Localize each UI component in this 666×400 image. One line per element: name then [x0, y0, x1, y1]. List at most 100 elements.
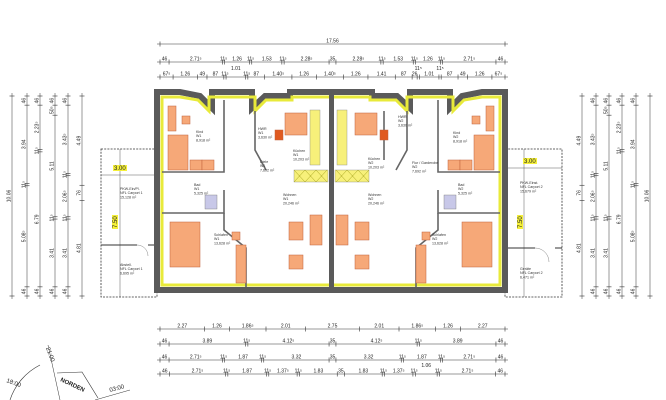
room-name: Küchen — [368, 157, 380, 161]
room-unit: W1 — [258, 131, 263, 135]
dimension-label: 5.08⁵ — [631, 230, 637, 242]
dimension-label: 87 — [447, 72, 453, 78]
compass-north-label: NORDEN — [59, 377, 85, 393]
dimension-label: 2.27 — [478, 324, 488, 330]
dimension-label: 67⁵ — [163, 72, 171, 78]
dimension-label: 26 — [412, 72, 418, 78]
dimension-label: 1.26 — [351, 72, 361, 78]
dimension-label: 6.79 — [35, 214, 41, 224]
dimension-label: 11⁵ — [223, 369, 230, 375]
dimension-label: 46 — [50, 98, 56, 104]
dimension-label: 1.26 — [423, 57, 433, 63]
room-area: 8,918 m² — [453, 139, 468, 143]
room-unit: W2 — [412, 165, 417, 169]
room-unit: W2 — [453, 135, 458, 139]
room-name: Flur / Garderobe — [412, 161, 438, 165]
dimension-label: 46 — [50, 288, 56, 294]
dimension-label: 11⁵ — [243, 72, 250, 78]
dimension-label: 2.01 — [374, 324, 384, 330]
dimension-label: 11⁵ — [415, 66, 422, 72]
room-area: 7,692 m² — [412, 169, 427, 173]
room-area: 15,679 m² — [520, 189, 537, 193]
dimension-label: 2.71⁵ — [463, 355, 475, 361]
room-label-abstell1: Abstell.NFL Carport 16,695 m² — [120, 263, 143, 275]
room-name: Bad — [194, 183, 200, 187]
dimension-label: 5.11 — [50, 161, 56, 171]
dimension-label: 2.28⁵ — [301, 57, 313, 63]
dimension-label: 46 — [35, 288, 41, 294]
dimension-label: 76 — [77, 190, 83, 196]
room-unit: W1 — [260, 164, 265, 168]
dimension-label: 11⁵ — [264, 369, 271, 375]
dimension-label: 2.71⁵ — [190, 57, 202, 63]
dimension-label: 2.06⁵ — [591, 190, 597, 202]
room-area: 3,630 m² — [258, 135, 273, 139]
dimension-label: 11⁵ — [411, 57, 418, 63]
compass-rose: NORDEN 21:00 18:00 03:00 — [5, 344, 131, 400]
dimension-label: 4.81 — [77, 243, 83, 253]
dimension-label: 1.86⁵ — [242, 324, 254, 330]
dimension-label: 46 — [604, 98, 610, 104]
dimension-label: 3.89 — [453, 339, 463, 345]
dimension-label: 5.11 — [604, 161, 610, 171]
shower-w2 — [443, 194, 457, 210]
dimension-label: 11⁵ — [63, 214, 69, 221]
dimension-label: 46 — [22, 98, 28, 104]
dimension-label: 46 — [631, 98, 637, 104]
dimension-label: 46 — [63, 98, 69, 104]
dimension-label: 2.71⁵ — [192, 369, 204, 375]
room-area: 5,325 m² — [194, 191, 209, 195]
dimension-label: 3.89 — [202, 339, 212, 345]
room-name: Wohnen — [283, 193, 296, 197]
compass-label-18: 18:00 — [5, 378, 22, 389]
dimension-label: 35 — [330, 57, 336, 63]
dimension-chain: 10.06 — [7, 93, 15, 299]
dimension-label: 11⁵ — [415, 339, 422, 345]
room-unit: W2 — [432, 237, 437, 241]
room-area: 10,203 m² — [293, 157, 310, 161]
carport-2-length: 7.50 — [518, 216, 524, 228]
dimension-label: 2.01 — [281, 324, 291, 330]
room-name: Kind — [453, 131, 460, 135]
room-area: 6,695 m² — [120, 271, 135, 275]
dimension-label: 11⁵ — [631, 181, 637, 188]
dimension-label: 11⁵ — [591, 214, 597, 221]
room-area: 7,692 m² — [260, 168, 275, 172]
dimension-label: 3.43⁵ — [63, 133, 69, 145]
dimension-label: 46 — [498, 339, 504, 345]
dimension-label: 76 — [577, 190, 583, 196]
room-area: 6,471 m² — [520, 275, 535, 279]
dimension-label: 4.49 — [77, 136, 83, 146]
dimension-label: 87 — [213, 72, 219, 78]
dimension-label: 11⁵ — [22, 181, 28, 188]
dimension-label: 49 — [460, 72, 466, 78]
dimension-label: 46 — [591, 98, 597, 104]
room-unit: NFL Carport 2 — [520, 271, 543, 275]
dimension-label: 3.41 — [50, 248, 56, 258]
dimension-label: 3.41 — [63, 248, 69, 258]
dimension-label: 1.86⁵ — [411, 324, 423, 330]
dimension-chain: 4.49 76 4.81 — [77, 93, 85, 299]
building-walls — [154, 89, 508, 293]
room-label-carport2: PKW-Einst.NFL Carport 215,679 m² — [520, 181, 543, 193]
room-unit: NFL Carport 2 — [520, 185, 543, 189]
room-unit: W1 — [283, 197, 288, 201]
dimension-label: 1.01 — [424, 72, 434, 78]
furniture — [167, 105, 495, 284]
